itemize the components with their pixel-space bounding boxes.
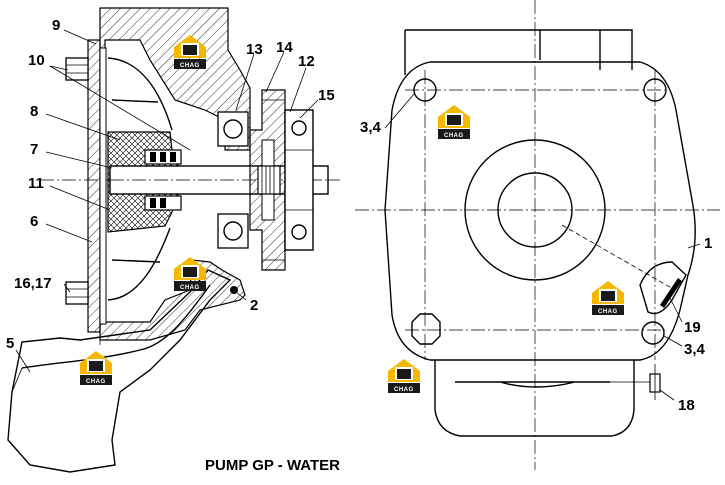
bolt-hole-bottom-left: [411, 313, 441, 345]
shaft-nut: [257, 165, 281, 195]
svg-text:CHAG: CHAG: [86, 379, 106, 385]
callout-19: 19: [684, 319, 701, 336]
watermark-3: CHAG: [174, 257, 206, 291]
callout-16-17: 16,17: [14, 275, 52, 292]
inner-bore: [497, 172, 573, 248]
callout-10: 10: [28, 52, 45, 69]
watermark-2: CHAG: [438, 105, 470, 139]
svg-text:CHAG: CHAG: [598, 309, 618, 315]
callout-18: 18: [678, 397, 695, 414]
callout-2: 2: [250, 297, 258, 314]
main-housing: [384, 61, 696, 361]
svg-text:CHAG: CHAG: [444, 133, 464, 139]
drive-gear: [284, 109, 314, 251]
callouts: 9 10 8 7 11 6 16,17 5 13 14 12 15 2 3,4 …: [6, 17, 712, 414]
callout-12: 12: [298, 53, 315, 70]
watermark-1: CHAG: [174, 35, 206, 69]
watermark-4: CHAG: [592, 281, 624, 315]
bolt-hole-top-right: [643, 78, 667, 102]
inlet-elbow: [7, 269, 232, 473]
impeller-blades: [107, 57, 173, 301]
top-housing: [404, 29, 633, 75]
callout-8: 8: [30, 103, 38, 120]
end-view: [355, 0, 720, 470]
callout-3-4-top: 3,4: [360, 119, 382, 136]
mounting-bolt-top: [65, 57, 89, 81]
callout-1: 1: [704, 235, 712, 252]
lower-base: [434, 360, 635, 437]
svg-text:CHAG: CHAG: [394, 387, 414, 393]
bearings: [217, 111, 249, 249]
side-port: [639, 261, 687, 315]
water-seal: [144, 149, 182, 211]
callout-14: 14: [276, 39, 293, 56]
callout-3-4-bottom: 3,4: [684, 341, 706, 358]
leader-lines: [15, 29, 701, 401]
cover-plate: [87, 39, 101, 333]
outer-bore: [464, 139, 606, 281]
drawing-caption: PUMP GP - WATER: [205, 457, 340, 474]
gasket: [99, 47, 107, 325]
callout-6: 6: [30, 213, 38, 230]
watermark-5: CHAG: [80, 351, 112, 385]
callout-9: 9: [52, 17, 60, 34]
callout-5: 5: [6, 335, 14, 352]
bolt-hole-bottom-right: [641, 321, 665, 345]
callout-7: 7: [30, 141, 38, 158]
svg-text:CHAG: CHAG: [180, 63, 200, 69]
callout-13: 13: [246, 41, 263, 58]
pump-housing: [99, 7, 251, 341]
callout-15: 15: [318, 87, 335, 104]
callout-11: 11: [28, 175, 44, 192]
mounting-bolt-bottom: [65, 281, 89, 305]
watermark-6: CHAG: [388, 359, 420, 393]
section-view: [7, 7, 340, 473]
bolt-hole-top-left: [413, 78, 437, 102]
svg-text:CHAG: CHAG: [180, 285, 200, 291]
